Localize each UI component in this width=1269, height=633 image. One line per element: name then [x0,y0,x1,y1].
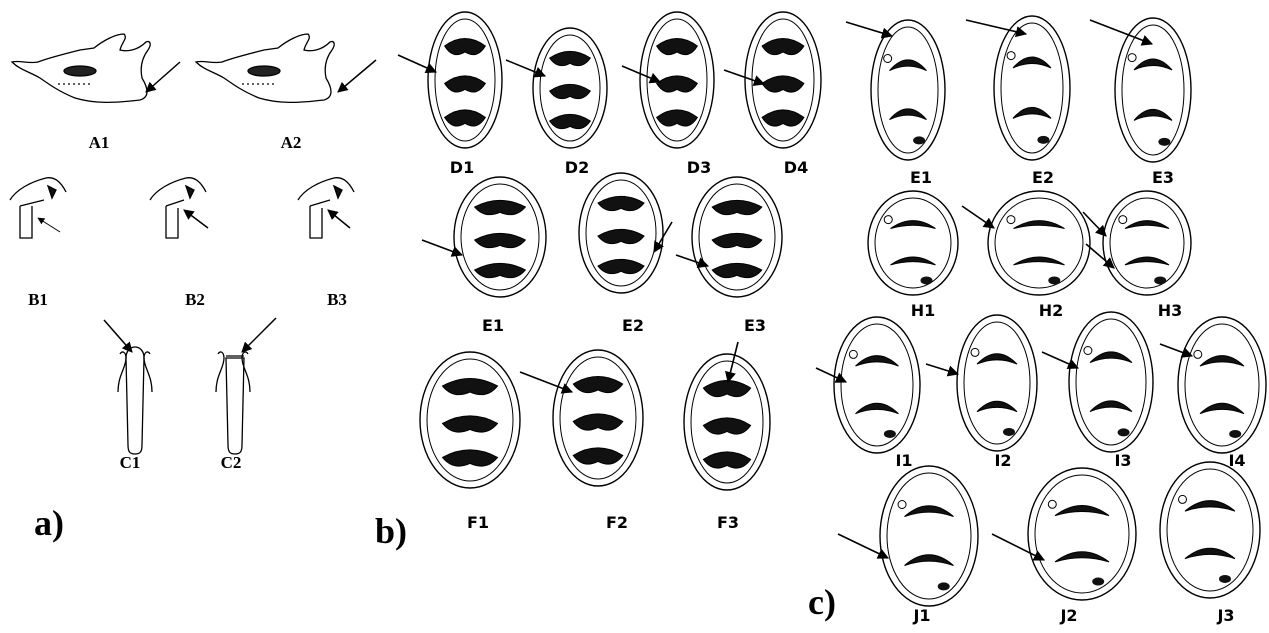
skull-drawing-b1 [10,178,66,238]
panel-label-b: b) [375,513,407,549]
label-a1: A1 [89,134,110,151]
label-b1: B1 [28,291,48,308]
label-e2-c: E2 [1032,170,1054,186]
label-j1: J1 [913,608,930,624]
tooth-j3 [1160,462,1260,598]
label-d3: D3 [687,160,711,176]
tooth-j2 [1028,468,1136,600]
tooth-i1 [834,317,920,453]
label-h1: H1 [911,303,936,319]
tooth-e2-b [579,173,663,293]
tooth-f3 [684,354,770,490]
label-e1-b: E1 [482,318,504,334]
label-e2-b: E2 [622,318,644,334]
tooth-d4 [745,12,821,148]
label-j3: J3 [1217,608,1234,624]
tooth-f1 [420,352,520,488]
arrow-i2 [926,364,958,374]
tooth-h1 [868,191,958,295]
arrow-c2 [242,318,276,352]
label-e1-c: E1 [910,170,932,186]
label-f1: F1 [467,515,489,531]
panel-label-c: c) [808,584,836,620]
arrow-c1 [104,320,132,352]
arrow-b3 [328,210,350,228]
arrow-a2 [338,60,376,92]
label-b3: B3 [327,291,347,308]
label-e3-b: E3 [744,318,766,334]
panel-label-a: a) [34,505,64,541]
arrow-b2 [184,210,208,228]
label-f3: F3 [717,515,739,531]
label-i1: I1 [895,453,912,469]
label-a2: A2 [281,134,302,151]
tooth-i4 [1178,317,1266,453]
tooth-i2 [957,315,1037,451]
label-i4: I4 [1228,453,1245,469]
c1-shape [118,347,152,454]
tooth-d3 [640,12,714,148]
label-i2: I2 [994,453,1011,469]
label-e3-c: E3 [1152,170,1174,186]
label-h3: H3 [1158,303,1183,319]
mandible-drawing-a1 [12,34,150,102]
label-h2: H2 [1039,303,1064,319]
label-d4: D4 [784,160,808,176]
tooth-e3-c [1115,18,1191,162]
arrow-a1 [146,62,180,92]
skull-drawing-b2 [150,178,206,238]
label-f2: F2 [606,515,628,531]
tooth-d2 [533,28,607,148]
tooth-e2-c [994,16,1070,160]
tooth-e1-b [454,177,546,297]
tooth-h3 [1103,191,1191,295]
skull-drawing-b3 [298,178,354,238]
arrow-e1-c [846,22,892,36]
arrow-h2 [962,206,994,228]
tooth-f2 [553,350,643,486]
label-j2: J2 [1060,608,1077,624]
tooth-e1-c [871,20,945,160]
tooth-h2 [988,191,1090,295]
tooth-e3-b [692,177,782,297]
tooth-j1 [880,466,978,606]
tooth-i3 [1069,312,1153,452]
label-i3: I3 [1114,453,1131,469]
label-c1: C1 [120,454,141,471]
label-c2: C2 [221,454,242,471]
mandible-drawing-a2 [196,34,334,102]
tooth-d1 [428,12,502,148]
label-d1: D1 [450,160,474,176]
arrow-b1 [38,218,60,232]
label-b2: B2 [185,291,205,308]
c2-shape [216,352,250,454]
label-d2: D2 [565,160,589,176]
